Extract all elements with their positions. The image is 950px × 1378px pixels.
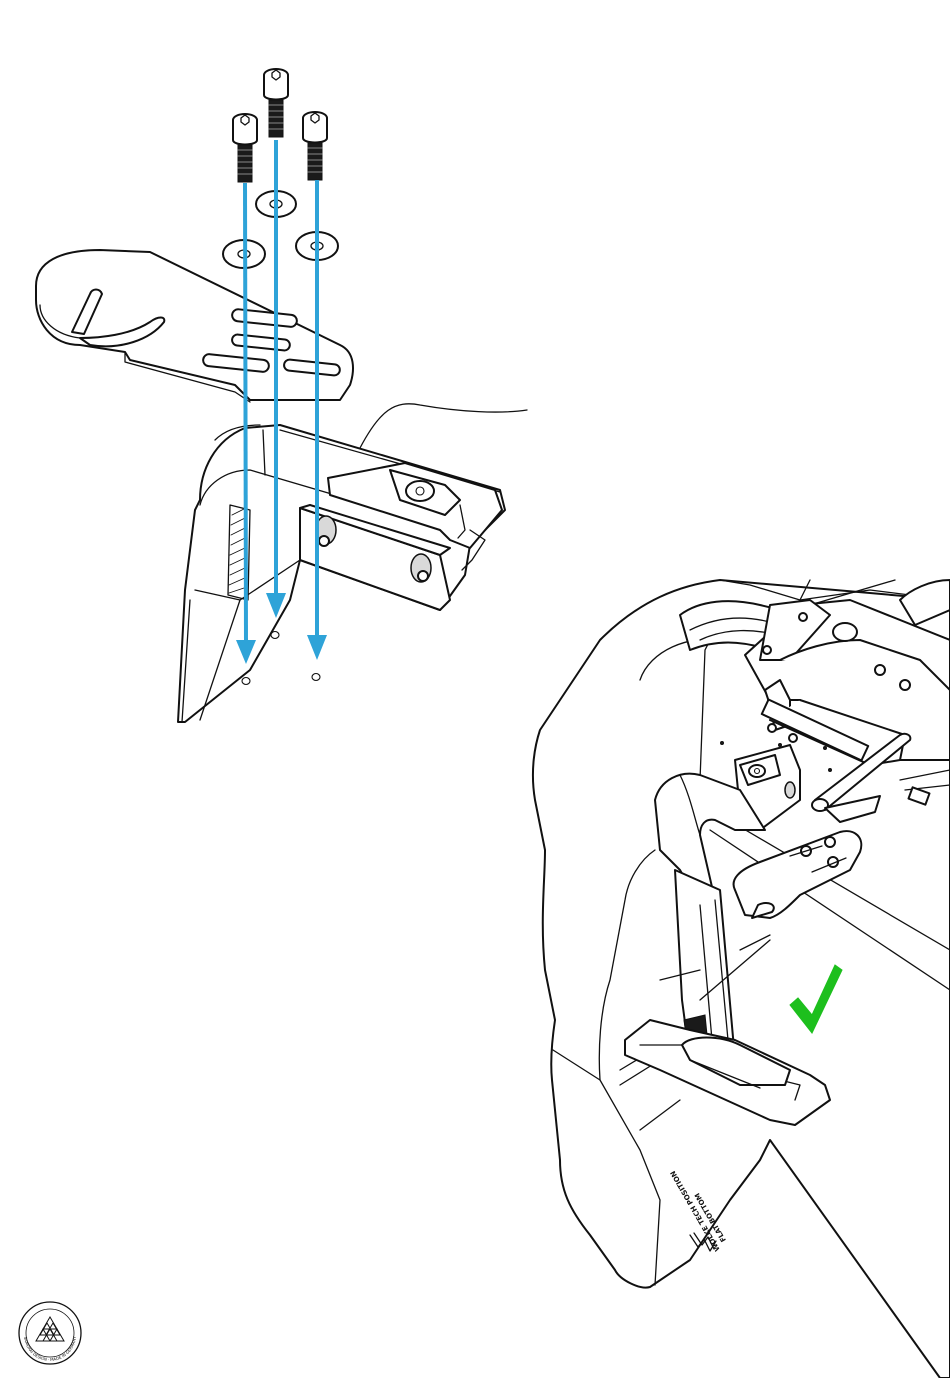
- cable: [360, 404, 527, 448]
- screw-center: [264, 69, 288, 137]
- hole-right: [312, 674, 320, 681]
- assembled-view: WOLKE TECH POSITION FLAT BOTTOM: [533, 580, 950, 1378]
- washer-set: [223, 191, 338, 268]
- screw-set: [233, 69, 327, 182]
- hole-left: [242, 678, 250, 685]
- exploded-assembly-view: [36, 69, 527, 722]
- screw-right: [303, 112, 327, 180]
- mounting-plate: [36, 250, 353, 402]
- screw-left: [233, 114, 257, 182]
- footrest-bracket-base: [178, 425, 505, 722]
- hole-center: [271, 632, 279, 639]
- maker-seal: SAMURAI DESIGN · MADE IN GERMANY: [19, 1302, 81, 1364]
